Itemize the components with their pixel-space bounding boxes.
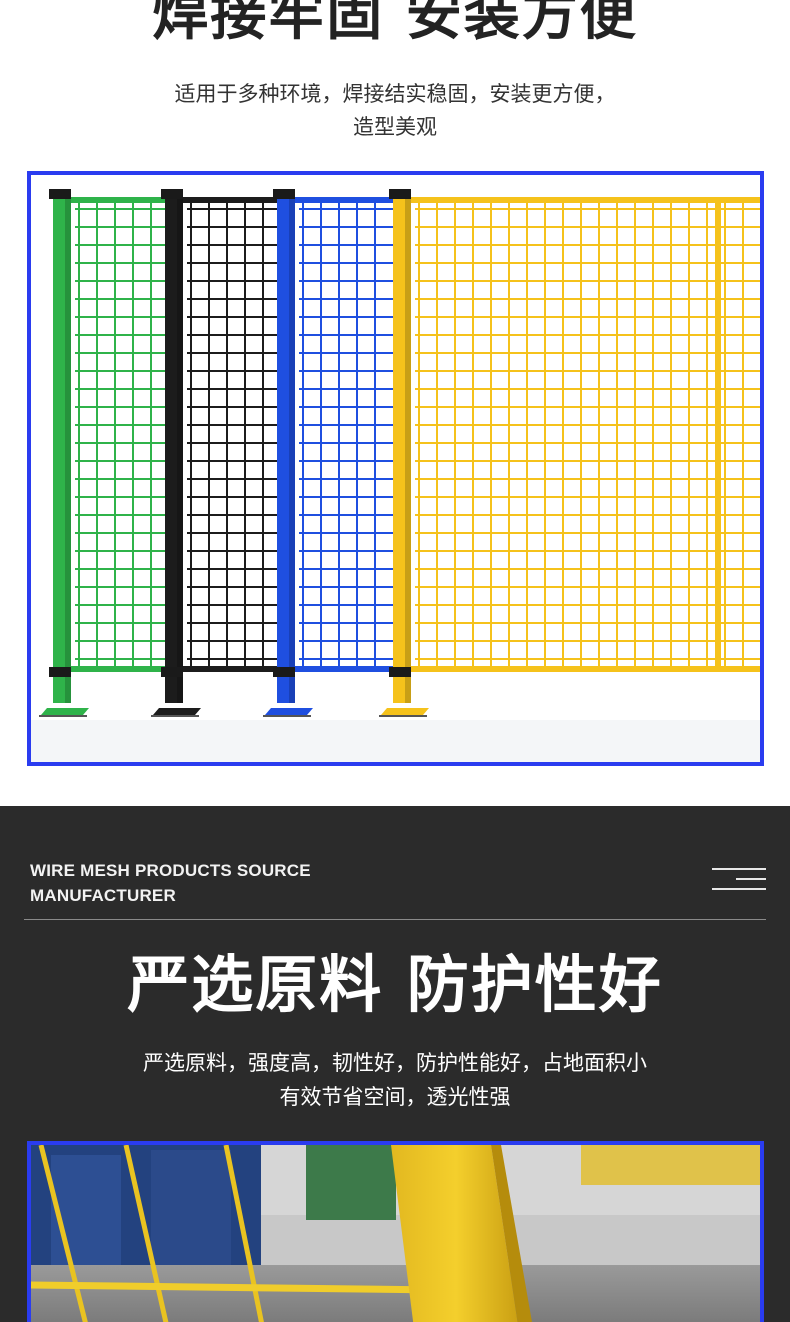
fence-product-image bbox=[27, 171, 764, 766]
english-tagline: WIRE MESH PRODUCTS SOURCE MANUFACTURER bbox=[30, 858, 311, 908]
section-title: 焊接牢固 安装方便 bbox=[152, 0, 638, 48]
green-fence-panel bbox=[39, 189, 173, 717]
black-fence-panel bbox=[151, 189, 285, 717]
material-section: WIRE MESH PRODUCTS SOURCE MANUFACTURER 严… bbox=[0, 806, 790, 1322]
section-divider bbox=[24, 919, 766, 920]
description-line-2: 造型美观 bbox=[353, 115, 437, 139]
description-line-2: 有效节省空间，透光性强 bbox=[279, 1085, 511, 1109]
blue-fence-panel bbox=[263, 189, 397, 717]
description-line-1: 适用于多种环境，焊接结实稳固，安装更方便， bbox=[174, 82, 616, 106]
fence-closeup-photo bbox=[27, 1141, 764, 1322]
yellow-fence-panel bbox=[379, 189, 760, 717]
welding-section: 焊接牢固 安装方便 适用于多种环境，焊接结实稳固，安装更方便， 造型美观 bbox=[0, 0, 790, 766]
fence-closeup-illustration bbox=[31, 1145, 760, 1322]
english-tagline-line-1: WIRE MESH PRODUCTS SOURCE bbox=[30, 861, 311, 880]
description-line-1: 严选原料，强度高，韧性好，防护性能好，占地面积小 bbox=[143, 1051, 647, 1075]
section-description: 严选原料，强度高，韧性好，防护性能好，占地面积小 有效节省空间，透光性强 bbox=[0, 1046, 790, 1114]
menu-lines-icon bbox=[712, 868, 766, 892]
section-description: 适用于多种环境，焊接结实稳固，安装更方便， 造型美观 bbox=[0, 78, 790, 144]
floor-reflection bbox=[31, 720, 760, 762]
section-title: 严选原料 防护性好 bbox=[127, 948, 663, 1021]
fence-panels-illustration bbox=[31, 189, 760, 762]
english-tagline-line-2: MANUFACTURER bbox=[30, 886, 176, 905]
